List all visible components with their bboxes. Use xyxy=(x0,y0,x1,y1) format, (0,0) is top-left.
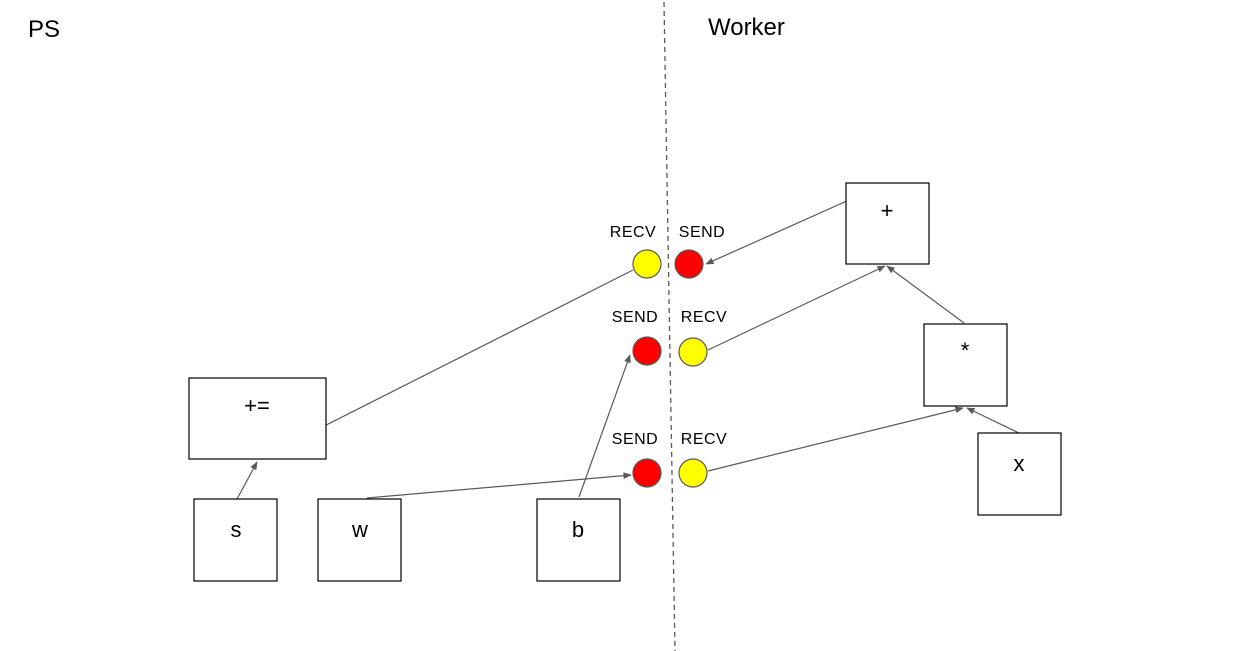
node-w-label: w xyxy=(351,517,368,542)
ps-section-label: PS xyxy=(28,16,61,43)
edge-mul-to-add xyxy=(886,265,965,324)
edge-b-to-send xyxy=(578,354,631,498)
node-s: s xyxy=(193,498,278,582)
node-plus-eq: += xyxy=(188,377,327,460)
edge-s-to-plus-eq xyxy=(236,461,258,500)
node-mul: * xyxy=(923,323,1008,407)
send-label-bottom: SEND xyxy=(612,431,658,448)
recv-label-mid: RECV xyxy=(681,309,727,326)
send-label-mid: SEND xyxy=(612,309,658,326)
node-add: + xyxy=(845,182,930,265)
send-label-top: SEND xyxy=(679,224,725,241)
node-x: x xyxy=(977,432,1062,516)
edge-w-to-send xyxy=(366,472,632,499)
node-s-label: s xyxy=(231,517,242,542)
recv-label-bottom: RECV xyxy=(681,431,727,448)
ps-worker-divider xyxy=(663,1,676,651)
worker-section-label: Worker xyxy=(708,14,785,41)
node-add-label: + xyxy=(881,198,894,223)
node-w: w xyxy=(317,498,402,582)
send-port-top xyxy=(674,249,704,279)
node-b-label: b xyxy=(572,517,584,542)
node-b: b xyxy=(536,498,621,582)
send-port-bottom xyxy=(632,458,662,488)
node-mul-label: * xyxy=(961,338,970,363)
recv-label-top: RECV xyxy=(610,224,656,241)
recv-port-mid xyxy=(678,337,708,367)
node-x-label: x xyxy=(1014,451,1025,476)
recv-port-top xyxy=(632,249,662,279)
node-plus-eq-label: += xyxy=(244,393,270,418)
edge-recv-to-add xyxy=(707,265,886,351)
send-port-mid xyxy=(632,336,662,366)
edge-recv-to-mul xyxy=(707,406,964,472)
recv-port-bottom xyxy=(678,458,708,488)
edge-x-to-mul xyxy=(966,407,1020,434)
